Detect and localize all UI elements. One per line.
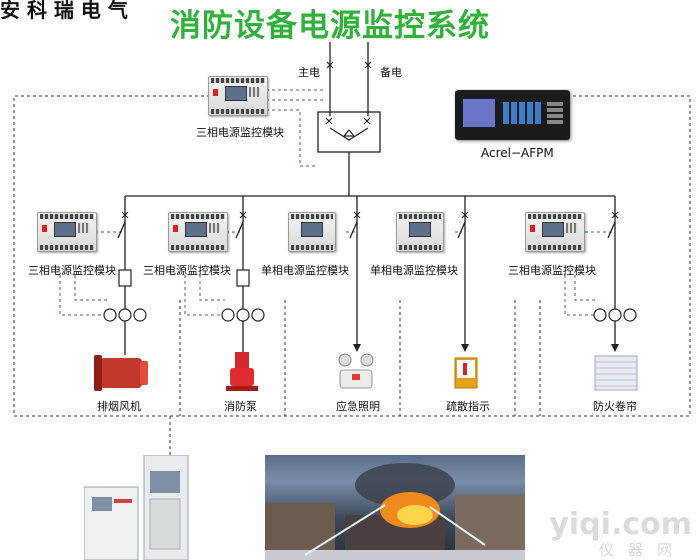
branch-module-2 xyxy=(168,212,228,252)
fire-scene-photo xyxy=(265,455,525,560)
pump-icon xyxy=(226,352,258,391)
load-label-fire-shutter: 防火卷帘 xyxy=(593,400,637,413)
watermark-tagline: 仪器网 xyxy=(598,541,686,559)
afpm-host-panel xyxy=(455,90,570,140)
load-label-pump: 消防泵 xyxy=(224,400,257,413)
branch-5-module-label: 三相电源监控模块 xyxy=(508,264,596,277)
branch-module-3 xyxy=(288,212,336,252)
power-lines xyxy=(124,42,616,355)
load-label-fan: 排烟风机 xyxy=(97,400,141,413)
breaker-symbols xyxy=(103,61,637,322)
cabinet-photo xyxy=(84,455,189,560)
top-power-monitor-module xyxy=(208,76,268,116)
branch-4-module-label: 单相电源监控模块 xyxy=(370,264,458,277)
load-label-emergency-light: 应急照明 xyxy=(336,400,380,413)
comm-bus-lines xyxy=(13,95,691,455)
branch-module-1 xyxy=(37,212,97,252)
exit-sign-icon xyxy=(454,357,478,389)
corner-brand-text: 安 科 瑞 电 气 xyxy=(0,0,128,22)
branch-3-module-label: 单相电源监控模块 xyxy=(261,264,349,277)
branch-2-module-label: 三相电源监控模块 xyxy=(143,264,231,277)
branch-module-4 xyxy=(396,212,444,252)
top-module-label: 三相电源监控模块 xyxy=(196,126,284,139)
emergency-light-icon xyxy=(338,353,374,389)
backup-power-label: 备电 xyxy=(380,66,402,79)
arrows xyxy=(353,344,619,352)
branch-1-module-label: 三相电源监控模块 xyxy=(28,264,116,277)
load-label-evacuation-sign: 疏散指示 xyxy=(446,400,490,413)
knife-switches xyxy=(117,221,616,239)
host-label: Acrel−AFPM xyxy=(481,146,554,160)
main-power-label: 主电 xyxy=(298,66,320,79)
fan-icon xyxy=(94,355,148,391)
diagram-title: 消防设备电源监控系统 xyxy=(170,8,490,44)
shutter-icon xyxy=(594,355,638,391)
watermark-logo: yiqi.com xyxy=(549,507,692,542)
branch-module-5 xyxy=(525,212,585,252)
